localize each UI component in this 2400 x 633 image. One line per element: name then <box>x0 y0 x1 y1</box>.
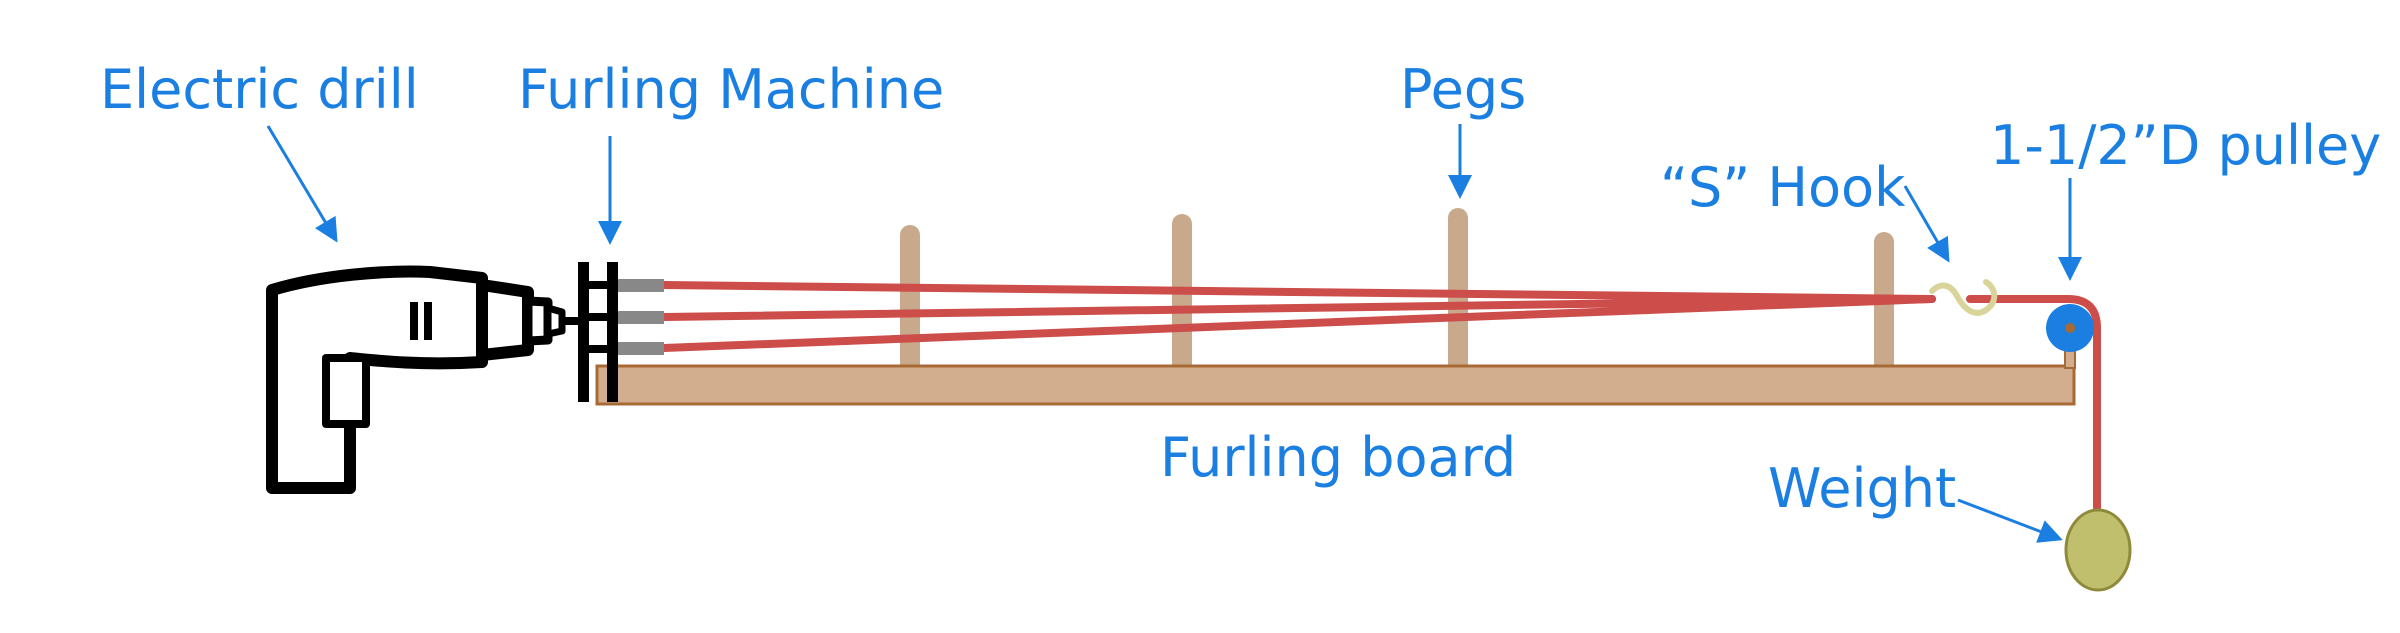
string-top <box>660 281 1936 303</box>
label-s-hook: “S” Hook <box>1660 156 1906 219</box>
string-to-pulley <box>1966 295 2101 512</box>
pointer-arrows <box>266 124 2082 543</box>
furling-board <box>595 364 2076 406</box>
string-middle <box>660 295 1936 321</box>
label-pegs: Pegs <box>1400 58 1526 121</box>
strings <box>660 281 2101 512</box>
label-weight: Weight <box>1768 457 1956 520</box>
pulley-axle <box>2065 323 2075 333</box>
label-furling-board: Furling board <box>1160 426 1516 489</box>
arrow-s-hook <box>1903 185 1950 263</box>
furling-machine-icon <box>578 262 664 402</box>
s-hook-icon <box>1929 279 1998 316</box>
weight-icon <box>2064 508 2132 592</box>
label-furling-machine: Furling Machine <box>518 58 944 121</box>
string-bottom <box>660 295 1936 352</box>
arrow-electric-drill <box>266 125 338 243</box>
drill-icon <box>266 265 578 494</box>
arrow-weight <box>1957 498 2063 543</box>
label-pulley: 1-1/2”D pulley <box>1990 114 2381 177</box>
label-electric-drill: Electric drill <box>100 58 419 121</box>
